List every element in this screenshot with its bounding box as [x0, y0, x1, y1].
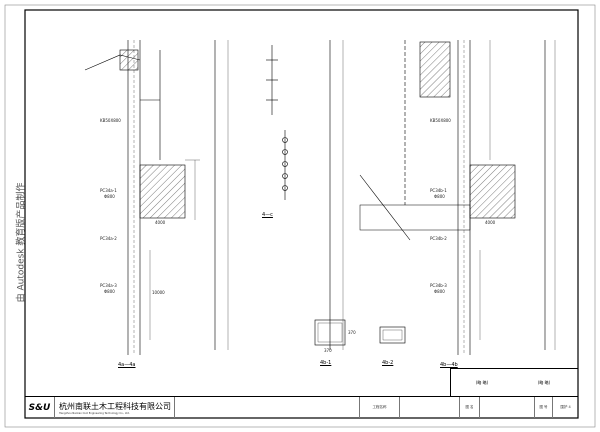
pile-label: PC34b-3 [430, 283, 447, 288]
company-cell: 杭州南联土木工程科技有限公司 Hangzhou Nanlian Civil En… [55, 397, 175, 418]
pile-label: PC34a-3 [100, 283, 117, 288]
company-logo: S&U [25, 397, 55, 418]
dim: 4000 [485, 220, 496, 225]
drawing-label: 图 名 [460, 397, 480, 418]
title-block: S&U 杭州南联土木工程科技有限公司 Hangzhou Nanlian Civi… [25, 396, 578, 418]
section-label-mid: 4—c [262, 212, 273, 218]
pile-label: PC34b-2 [430, 236, 447, 241]
beam-label: KB50X800 [430, 118, 451, 123]
drawing-no: 围护 4 [560, 405, 571, 409]
section-label-4b: 4b—4b [440, 362, 458, 368]
title-block-cell [400, 397, 460, 418]
elevation-lines [214, 40, 411, 350]
dim: 370 [348, 330, 356, 335]
title-block-cell [480, 397, 535, 418]
title-block-cell [175, 397, 360, 418]
pile-label: PC34a-1 [100, 188, 117, 193]
detail-label: 4b-2 [382, 360, 394, 366]
owner-text: (略 略) [475, 379, 489, 385]
pile-label: PC34b-1 [430, 188, 447, 193]
company-name: 杭州南联土木工程科技有限公司 [59, 401, 171, 411]
pile-dia: Φ800 [434, 194, 445, 199]
pile-dia: Φ800 [434, 289, 445, 294]
company-name-en: Hangzhou Nanlian Civil Engineering Techn… [59, 411, 130, 415]
pile-dia: Φ800 [104, 194, 115, 199]
pile-label: PC34a-2 [100, 236, 117, 241]
dim: 4000 [155, 220, 166, 225]
dim: 370 [324, 348, 332, 353]
section-4b [359, 40, 556, 355]
watermark-left: 由 Autodesk 教育版产品制作 [16, 182, 27, 303]
section-label-4a: 4a—4a [118, 362, 136, 368]
owner-block: (略 略) (略 略) [450, 368, 578, 396]
drawing-no-label: 图 号 [535, 397, 553, 418]
project-label: 工程名称 [360, 397, 400, 418]
pile-dia: Φ800 [104, 289, 115, 294]
beam-label: KB50X800 [100, 118, 121, 123]
detail-label: 4b-1 [320, 360, 332, 366]
designer-text: (略 略) [537, 379, 551, 385]
dim: 10000 [152, 290, 165, 295]
section-4a [84, 40, 200, 355]
